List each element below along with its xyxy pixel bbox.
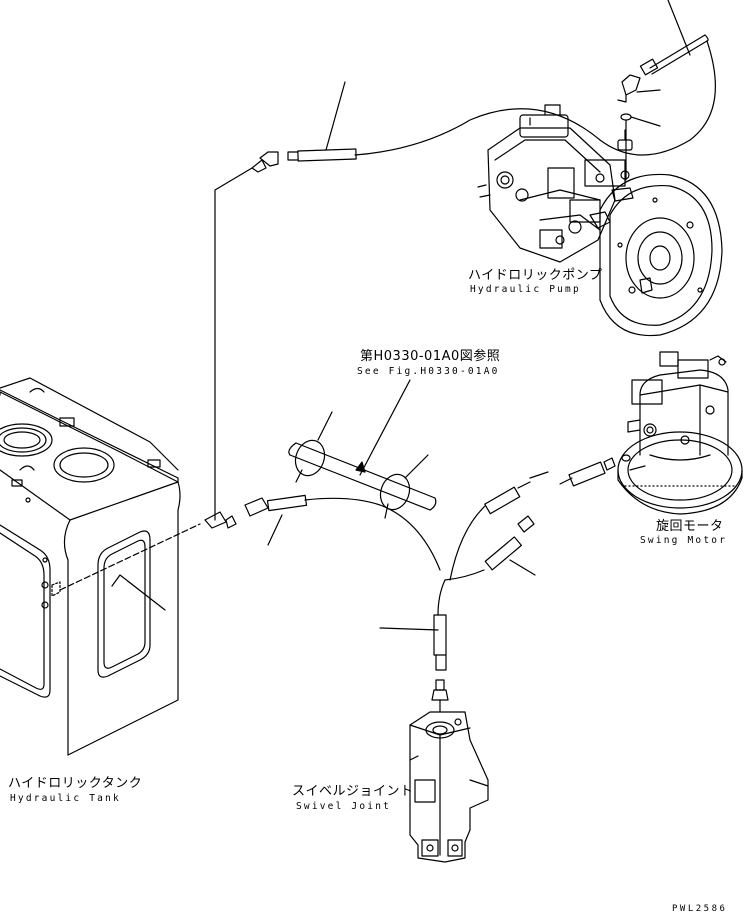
leader-tank-label [111,574,166,611]
swivel-label-en: Swivel Joint [296,801,392,812]
hydraulic-pump [477,104,723,337]
hose-tank-side [59,494,441,591]
hose-swing-motor [444,454,631,581]
ref-label-jp: 第H0330-01A0図参照 [360,349,501,364]
hose-to-tank-top [214,81,357,521]
hydraulic-tank [0,377,181,756]
ref-label-en: See Fig.H0330-01A0 [357,366,500,377]
swivel-joint [409,711,489,863]
drawing-code: PWL2586 [672,904,728,914]
pump-label-jp: ハイドロリックポンプ [468,268,603,283]
tank-label-jp: ハイドロリックタンク [8,776,143,791]
hose-pump-outlet [354,0,716,181]
swing-motor [617,351,743,515]
hose-swivel-joint [379,579,449,713]
swing-label-jp: 旋回モータ [656,519,724,534]
swing-label-en: Swing Motor [640,535,728,546]
tank-label-en: Hydraulic Tank [10,793,121,804]
pipe-clamp-section [288,379,437,519]
swivel-label-jp: スイベルジョイント [292,784,414,799]
pump-label-en: Hydraulic Pump [470,284,581,295]
